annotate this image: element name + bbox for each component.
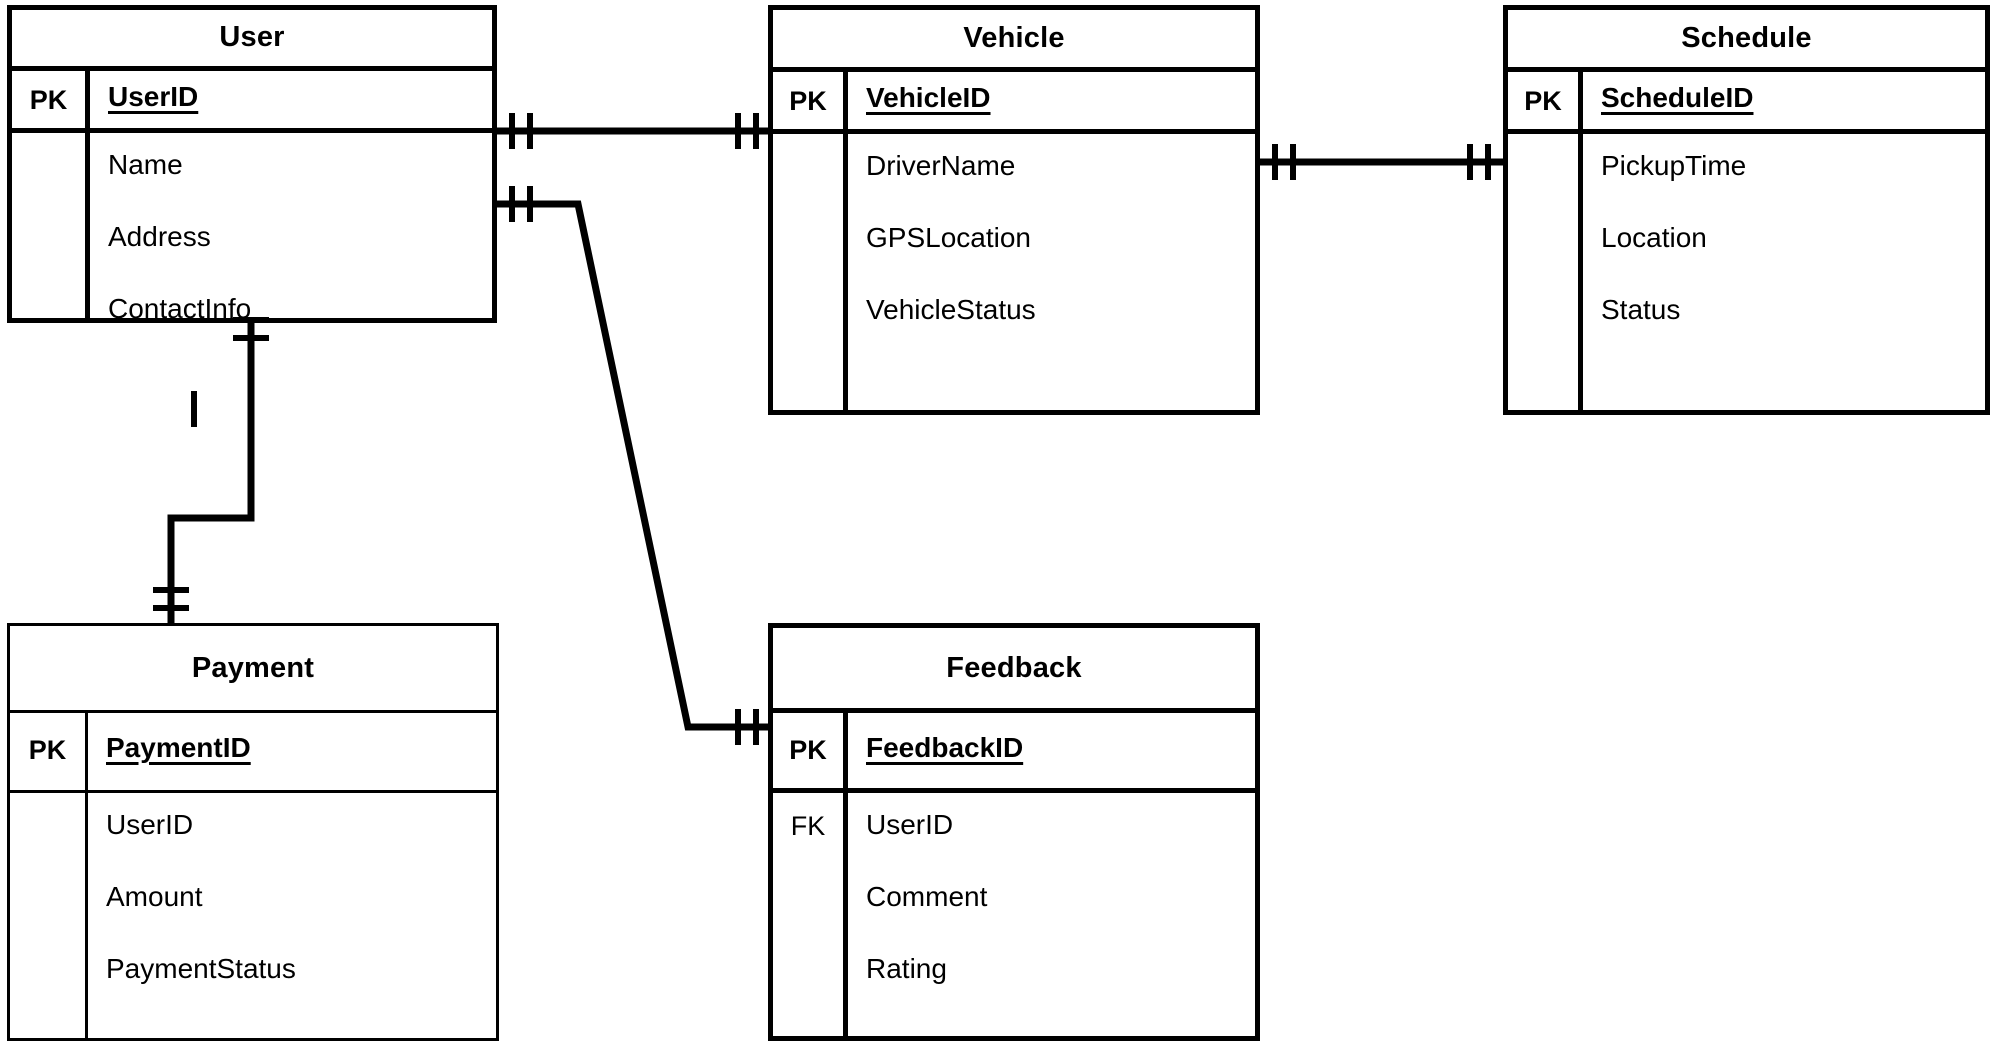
entity-user-title: User [12,10,492,71]
entity-vehicle-field-row: DriverName GPSLocation VehicleStatus [773,134,1255,410]
entity-user-pk-row: PK UserID [12,70,492,133]
entity-feedback[interactable]: Feedback PK FeedbackID FK UserID Comment… [768,623,1260,1041]
field-gpslocation: GPSLocation [866,222,1031,253]
entity-schedule-attributes: PK ScheduleID PickupTime Location Status [1508,72,1985,410]
field-userid: UserID [108,80,199,112]
entity-payment-pk-field: PaymentID [88,713,496,790]
connector-line-user-feedback [497,200,768,731]
relationship-user-vehicle [497,113,768,149]
entity-feedback-field-row: FK UserID Comment Rating [773,793,1255,1036]
entity-payment-pk-row: PK PaymentID [10,713,496,793]
field-comment: Comment [866,881,988,912]
entity-schedule-key-blank [1508,134,1583,410]
entity-schedule[interactable]: Schedule PK ScheduleID PickupTime Locati… [1503,5,1990,415]
entity-payment-title: Payment [10,626,496,713]
entity-feedback-attributes: PK FeedbackID FK UserID Comment Rating [773,713,1255,1036]
entity-schedule-pk-row: PK ScheduleID [1508,72,1985,134]
relationship-vehicle-schedule [1260,144,1503,180]
entity-vehicle-title: Vehicle [773,10,1255,72]
entity-schedule-title: Schedule [1508,10,1985,72]
entity-user-pk-label: PK [12,70,90,128]
entity-user-key-blank [12,132,90,323]
field-vehicleid: VehicleID [866,82,991,113]
field-rating: Rating [866,953,947,984]
entity-vehicle[interactable]: Vehicle PK VehicleID DriverName GPSLocat… [768,5,1260,415]
entity-user-fields: Name Address ContactInfo [90,133,492,323]
entity-feedback-pk-field: FeedbackID [848,713,1255,788]
connector-line-user-payment [167,323,255,623]
field-address: Address [108,220,211,252]
entity-payment-key-blank [10,793,88,1038]
entity-feedback-fields: UserID Comment Rating [848,793,1255,1036]
entity-vehicle-key-blank [773,134,848,410]
field-status: Status [1601,294,1681,325]
entity-payment-attributes: PK PaymentID UserID Amount PaymentStatus [10,713,496,1038]
entity-feedback-pk-row: PK FeedbackID [773,713,1255,793]
entity-user[interactable]: User PK UserID Name Address ContactInfo [7,5,497,323]
field-location: Location [1601,222,1707,253]
entity-schedule-pk-label: PK [1508,72,1583,129]
entity-schedule-pk-field: ScheduleID [1583,72,1985,129]
field-scheduleid: ScheduleID [1601,82,1754,113]
field-amount: Amount [106,881,203,912]
entity-vehicle-fields: DriverName GPSLocation VehicleStatus [848,134,1255,410]
field-paymentid: PaymentID [106,732,251,763]
entity-payment-field-row: UserID Amount PaymentStatus [10,793,496,1038]
field-vehiclestatus: VehicleStatus [866,294,1036,325]
entity-vehicle-pk-label: PK [773,72,848,129]
entity-payment-pk-label: PK [10,713,88,790]
field-feedback-userid: UserID [866,809,954,840]
field-pickuptime: PickupTime [1601,150,1747,181]
field-feedbackid: FeedbackID [866,732,1024,763]
entity-vehicle-pk-field: VehicleID [848,72,1255,129]
entity-user-attributes: PK UserID Name Address ContactInfo [12,70,492,323]
entity-payment[interactable]: Payment PK PaymentID UserID Amount Payme… [7,623,499,1041]
entity-payment-fields: UserID Amount PaymentStatus [88,793,496,1038]
entity-vehicle-attributes: PK VehicleID DriverName GPSLocation Vehi… [773,72,1255,410]
field-payment-userid: UserID [106,809,194,840]
relationship-user-feedback [497,186,768,745]
entity-feedback-title: Feedback [773,628,1255,713]
entity-feedback-pk-label: PK [773,713,848,788]
field-paymentstatus: PaymentStatus [106,953,296,984]
field-name: Name [108,148,183,180]
entity-schedule-field-row: PickupTime Location Status [1508,134,1985,410]
entity-schedule-fields: PickupTime Location Status [1583,134,1985,410]
entity-vehicle-pk-row: PK VehicleID [773,72,1255,134]
entity-user-pk-field: UserID [90,71,492,128]
entity-feedback-fk-label: FK [773,793,848,1036]
relationship-user-payment [153,317,269,623]
field-contactinfo: ContactInfo [108,292,252,324]
field-drivername: DriverName [866,150,1016,181]
entity-user-field-row: Name Address ContactInfo [12,132,492,323]
